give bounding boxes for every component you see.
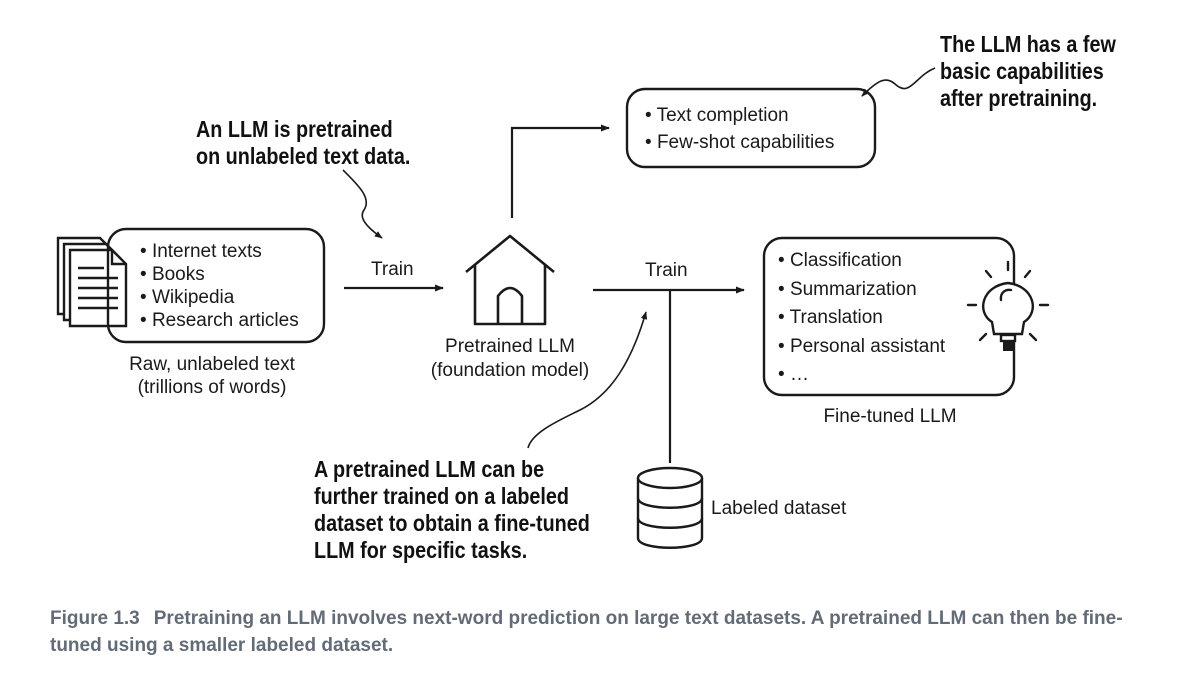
capabilities-note-pointer (861, 67, 936, 97)
document-icon (56, 236, 128, 328)
database-icon (636, 466, 704, 549)
data-sources-caption: Raw, unlabeled text (trillions of words) (129, 354, 295, 398)
data-sources-list: Internet texts Books Wikipedia Research … (140, 240, 299, 332)
list-item: Internet texts (140, 240, 299, 263)
lightbulb-icon (966, 260, 1050, 351)
dataset-label: Labeled dataset (711, 498, 847, 519)
list-item: Summarization (778, 276, 945, 305)
finetuned-list: Classification Summarization Translation… (778, 247, 946, 390)
figure-number: Figure 1.3 (50, 608, 140, 629)
capabilities-box (625, 87, 877, 169)
list-item: Translation (778, 304, 945, 333)
house-icon (465, 234, 555, 326)
list-item: … (778, 361, 945, 390)
capabilities-note: The LLM has a few basic capabilities aft… (940, 31, 1116, 111)
list-item: Research articles (140, 309, 299, 332)
train-label-1: Train (371, 259, 414, 280)
list-item: Classification (778, 247, 945, 276)
finetuned-caption: Fine-tuned LLM (823, 406, 957, 427)
pretrain-note: An LLM is pretrained on unlabeled text d… (196, 116, 411, 169)
capabilities-list: Text completion Few-shot capabilities (645, 102, 835, 156)
figure-caption-text: Pretraining an LLM involves next-word pr… (50, 608, 1123, 656)
capabilities-arrow (510, 124, 610, 218)
list-item: Text completion (645, 102, 834, 129)
pretrained-caption: Pretrained LLM (foundation model) (430, 336, 590, 381)
data-sources-box (106, 227, 326, 344)
list-item: Personal assistant (778, 333, 945, 362)
list-item: Wikipedia (140, 286, 299, 309)
finetune-note: A pretrained LLM can be further trained … (314, 456, 590, 563)
finetune-note-pointer (527, 311, 648, 449)
list-item: Books (140, 263, 299, 286)
list-item: Few-shot capabilities (645, 129, 834, 156)
train-label-2: Train (645, 260, 688, 281)
pretrain-note-pointer (342, 169, 383, 239)
